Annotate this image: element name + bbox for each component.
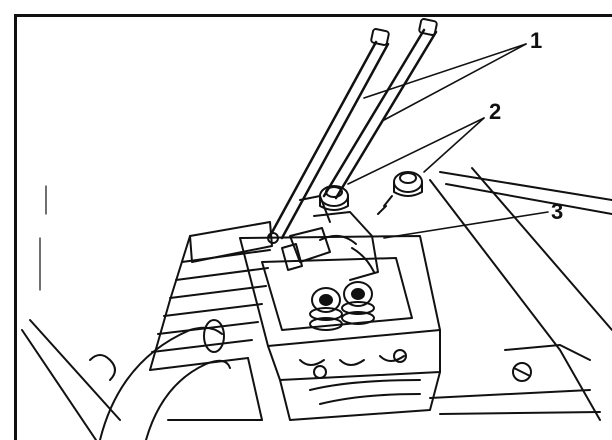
valve-springs [309, 281, 375, 331]
rocker-arm [281, 195, 379, 281]
pushrods [267, 18, 438, 244]
exhaust-pipe [99, 319, 231, 440]
figure-frame [14, 14, 612, 440]
callout-leaders [347, 43, 549, 239]
margin-marks [39, 185, 47, 291]
rocker-nuts [319, 171, 423, 215]
callout-3: 3 [551, 199, 564, 224]
cylinder-fins [149, 221, 273, 421]
callout-2: 2 [489, 99, 502, 124]
callout-1: 1 [530, 28, 543, 53]
cylinder-head [239, 235, 441, 421]
chassis-lines [21, 167, 612, 440]
